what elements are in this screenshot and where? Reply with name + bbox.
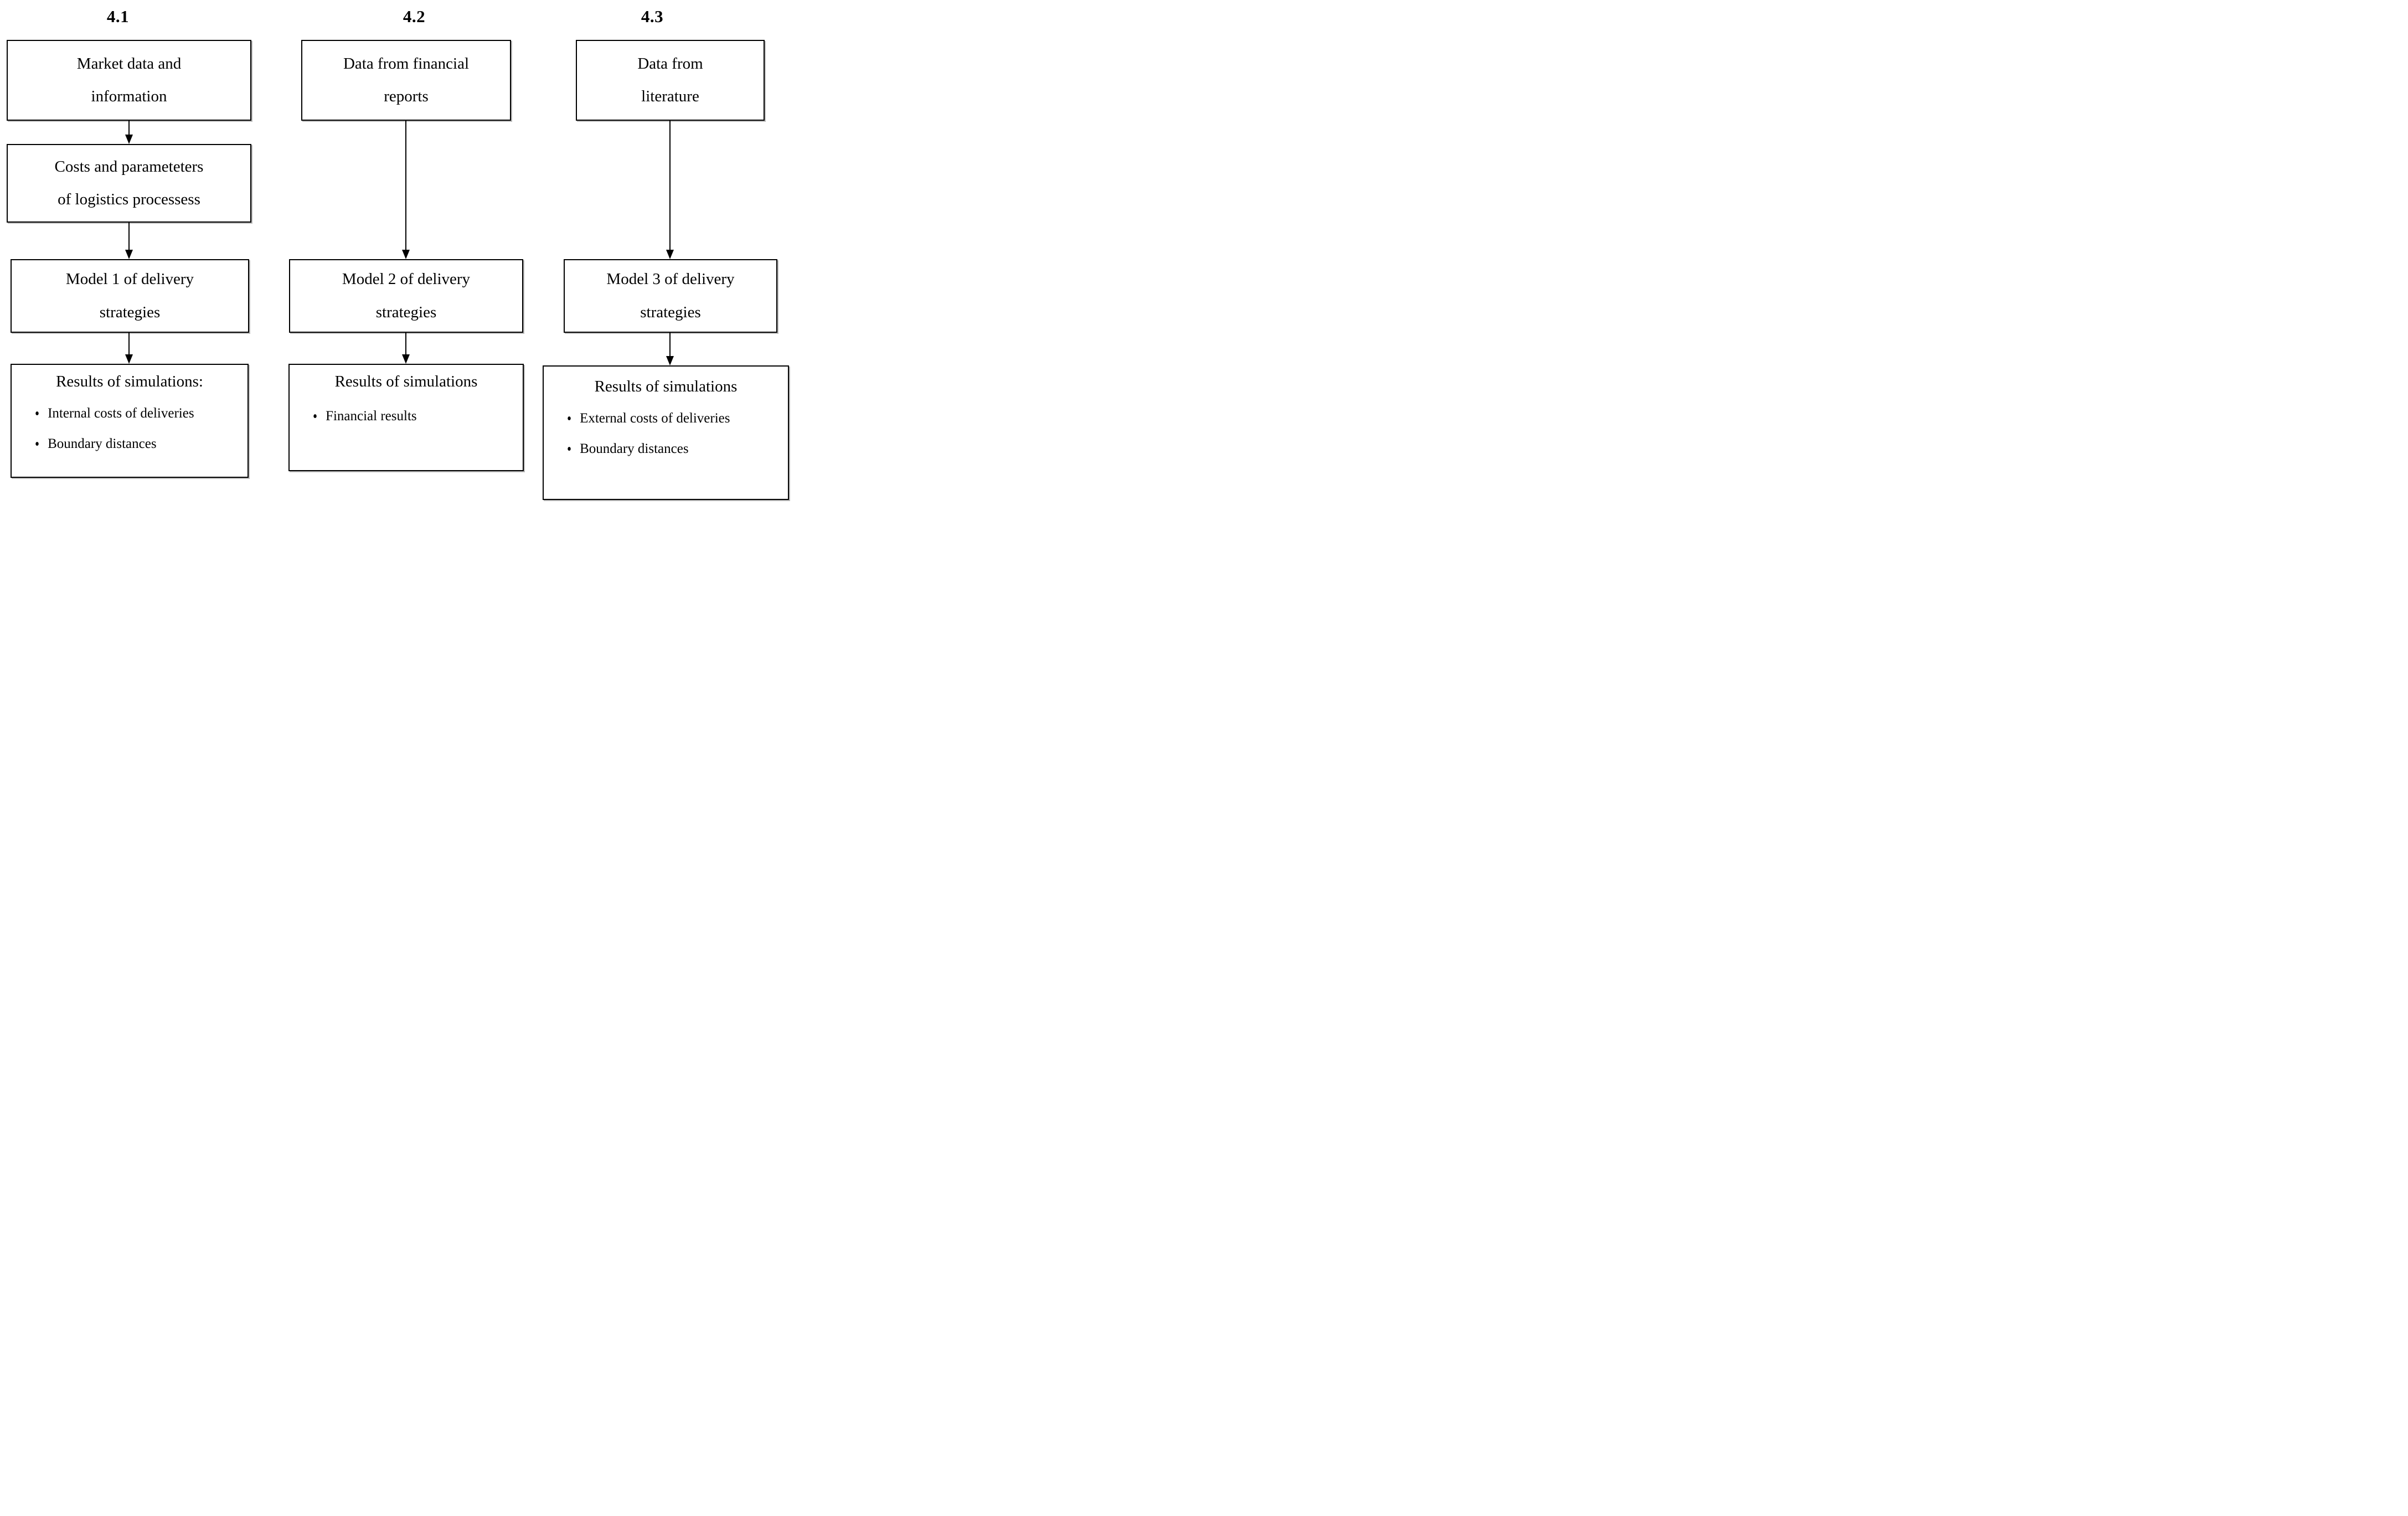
list-item: • Boundary distances	[550, 440, 781, 457]
arrow-down-icon	[402, 354, 410, 364]
arrow-down-icon	[125, 135, 133, 144]
box-financial-reports: Data from financial reports	[301, 40, 511, 121]
box-model-3-text: Model 3 of delivery strategies	[565, 260, 776, 332]
text-line: Data from	[637, 54, 703, 73]
arrow-model3-to-results3	[666, 333, 674, 365]
bullet-text: External costs of deliveries	[580, 411, 730, 426]
bullet-text: Boundary distances	[580, 441, 689, 456]
box-market-data: Market data and information	[7, 40, 251, 121]
box-results-3-content: Results of simulations • External costs …	[544, 367, 788, 499]
list-item: • Boundary distances	[18, 435, 241, 452]
text-line: information	[91, 87, 167, 105]
bullet-text: Internal costs of deliveries	[48, 406, 194, 421]
text-line: strategies	[640, 303, 701, 321]
results-title: Results of simulations	[334, 373, 478, 390]
box-literature-text: Data from literature	[577, 41, 764, 120]
list-item: • External costs of deliveries	[550, 409, 781, 427]
box-costs-parameters: Costs and parameteters of logistics proc…	[7, 144, 251, 223]
text-line: Model 1 of delivery	[65, 270, 194, 288]
box-model-2: Model 2 of delivery strategies	[289, 259, 523, 333]
text-line: of logistics processess	[58, 190, 200, 208]
arrow-down-icon	[125, 250, 133, 259]
text-line: Market data and	[76, 54, 182, 73]
bullet-icon: •	[313, 407, 318, 425]
arrow-literature-to-model3	[666, 121, 674, 259]
flow-diagram: 4.1 4.2 4.3 Market data and information …	[0, 0, 803, 506]
results-title: Results of simulations	[594, 378, 738, 395]
text-line: strategies	[375, 303, 437, 321]
text-line: literature	[641, 87, 699, 105]
arrow-reports-to-model2	[402, 121, 410, 259]
text-line: reports	[384, 87, 429, 105]
list-item: • Internal costs of deliveries	[18, 404, 241, 422]
arrow-down-icon	[125, 354, 133, 364]
arrow-down-icon	[402, 250, 410, 259]
arrow-market-to-costs	[125, 121, 133, 144]
arrow-line	[128, 223, 130, 251]
text-line: Model 3 of delivery	[606, 270, 735, 288]
box-literature: Data from literature	[576, 40, 765, 121]
arrow-down-icon	[666, 250, 674, 259]
bullet-icon: •	[567, 440, 572, 457]
bullet-text: Boundary distances	[48, 436, 157, 451]
arrow-model1-to-results1	[125, 333, 133, 364]
box-model-3: Model 3 of delivery strategies	[564, 259, 777, 333]
box-results-3: Results of simulations • External costs …	[543, 365, 789, 500]
bullet-icon: •	[567, 409, 572, 427]
text-line: Model 2 of delivery	[342, 270, 471, 288]
arrow-down-icon	[666, 356, 674, 365]
text-line: strategies	[99, 303, 161, 321]
arrow-model2-to-results2	[402, 333, 410, 364]
box-model-1: Model 1 of delivery strategies	[11, 259, 249, 333]
results-title: Results of simulations:	[56, 373, 203, 390]
text-line: Costs and parameteters	[54, 157, 204, 176]
arrow-line	[128, 121, 130, 136]
arrow-line	[669, 121, 671, 251]
section-label-4-2: 4.2	[403, 7, 426, 26]
bullet-icon: •	[35, 435, 40, 452]
arrow-line	[128, 333, 130, 355]
box-results-1-content: Results of simulations: • Internal costs…	[12, 365, 247, 477]
section-label-4-1: 4.1	[106, 7, 130, 26]
arrow-line	[405, 121, 406, 251]
bullet-icon: •	[35, 404, 40, 422]
arrow-line	[669, 333, 671, 357]
box-results-2: Results of simulations • Financial resul…	[288, 364, 524, 471]
box-model-2-text: Model 2 of delivery strategies	[290, 260, 522, 332]
section-label-4-3: 4.3	[641, 7, 664, 26]
list-item: • Financial results	[296, 407, 516, 425]
box-costs-parameters-text: Costs and parameteters of logistics proc…	[8, 145, 250, 221]
arrow-line	[405, 333, 406, 355]
box-model-1-text: Model 1 of delivery strategies	[12, 260, 248, 332]
box-financial-reports-text: Data from financial reports	[302, 41, 510, 120]
box-results-2-content: Results of simulations • Financial resul…	[290, 365, 523, 470]
box-results-1: Results of simulations: • Internal costs…	[11, 364, 249, 478]
arrow-costs-to-model1	[125, 223, 133, 259]
box-market-data-text: Market data and information	[8, 41, 250, 120]
text-line: Data from financial	[343, 54, 470, 73]
bullet-text: Financial results	[326, 409, 417, 424]
